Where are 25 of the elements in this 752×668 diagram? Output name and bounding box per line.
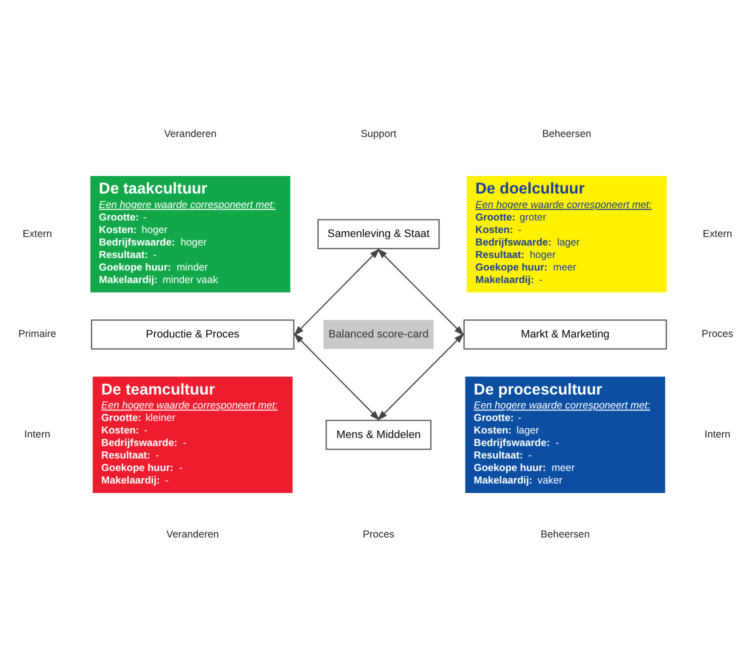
label: Extern xyxy=(22,228,52,240)
node-box: De procescultuur Een hogere waarde corresponeert met: Grootte: - Kosten: lager Bedrijfswaarde: - Resultaat: - Goekope huur: meer Makelaardij: vaker xyxy=(465,376,666,493)
label: Intern xyxy=(24,429,50,440)
node-box: Balanced score-card xyxy=(323,320,434,348)
node-box: De teamcultuur Een hogere waarde corresponeert met: Grootte: kleiner Kosten: - Bedrijfswaarde: - Resultaat: - Goekope huur: - Makelaardij: - xyxy=(92,376,293,493)
arrow xyxy=(294,332,380,420)
label: Beheersen xyxy=(540,528,590,540)
node-box: Samenleving & Staat xyxy=(317,218,440,249)
label: Beheersen xyxy=(542,128,592,140)
label: Extern xyxy=(702,228,732,240)
node-box: Productie & Proces xyxy=(90,318,294,350)
label: Proces xyxy=(702,328,734,340)
label: Intern xyxy=(704,429,730,440)
label: Veranderen xyxy=(166,528,219,540)
label: Veranderen xyxy=(164,128,217,140)
node-box: Markt & Marketing xyxy=(463,318,667,350)
label: Proces xyxy=(362,528,394,540)
node-box: De taakcultuur Een hogere waarde corresponeert met: Grootte: - Kosten: hoger Bedrijfswaarde: hoger Resultaat: - Goekope huur: minder Makelaardij: minder vaak xyxy=(90,175,290,292)
arrow xyxy=(377,332,464,420)
arrow xyxy=(294,248,380,336)
arrow xyxy=(377,248,464,336)
node-box: Mens & Middelen xyxy=(326,419,432,450)
label: Primaire xyxy=(18,328,56,340)
label: Support xyxy=(360,128,396,140)
node-box: De doelcultuur Een hogere waarde corresponeert met: Grootte: groter Kosten: - Bedrijfswaarde: lager Resultaat: hoger Goekope huur: meer Makelaardij: - xyxy=(466,175,667,292)
